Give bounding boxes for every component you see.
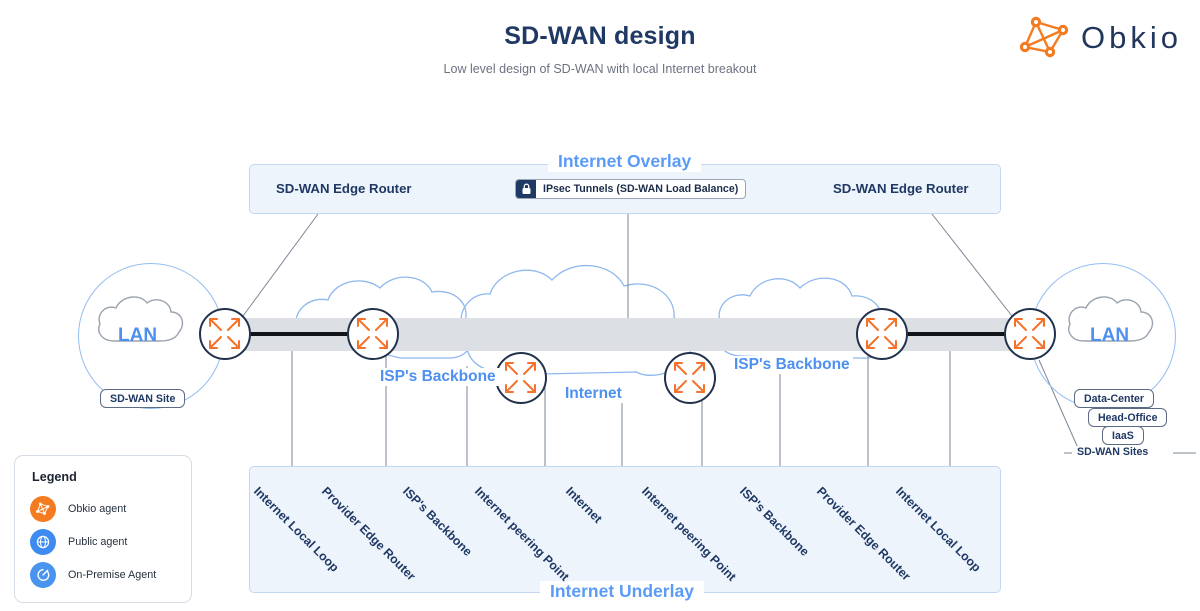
legend-label-on-premise-agent: On-Premise Agent: [68, 569, 157, 581]
leader-overlay-right: [931, 213, 1013, 317]
globe-agent-icon: [30, 529, 56, 555]
cloud-name-isp-right: ISP's Backbone: [731, 356, 853, 374]
link-right-access: [903, 332, 1009, 336]
internet-overlay-label: Internet Overlay: [548, 151, 702, 172]
leader-overlay-left: [242, 213, 319, 317]
cloud-name-internet: Internet: [562, 385, 625, 403]
obkio-mark-icon: [1019, 16, 1069, 58]
internet-underlay-panel: [249, 466, 1001, 593]
router-sdwan-edge-left[interactable]: [199, 308, 251, 360]
legend-box: Legend Obkio agent: [14, 455, 192, 603]
lan-label-left: LAN: [118, 325, 158, 346]
legend-label-public-agent: Public agent: [68, 536, 128, 548]
right-sites-caption: SD-WAN Sites: [1072, 446, 1154, 458]
router-peering-left[interactable]: [495, 352, 547, 404]
overlay-label-edge-router-right: SD-WAN Edge Router: [833, 181, 969, 196]
lock-icon: [516, 180, 536, 198]
cloud-name-isp-left: ISP's Backbone: [377, 368, 499, 386]
router-peering-right[interactable]: [664, 352, 716, 404]
chip-iaas[interactable]: IaaS: [1102, 426, 1144, 445]
obkio-agent-icon: [30, 496, 56, 522]
overlay-label-edge-router-left: SD-WAN Edge Router: [276, 181, 412, 196]
chip-sdwan-site[interactable]: SD-WAN Site: [100, 389, 186, 408]
on-premise-agent-icon: [30, 562, 56, 588]
legend-item-on-premise-agent: On-Premise Agent: [30, 562, 156, 588]
page-subtitle: Low level design of SD-WAN with local In…: [443, 62, 757, 76]
legend-item-public-agent: Public agent: [30, 529, 127, 555]
router-sdwan-edge-right[interactable]: [1004, 308, 1056, 360]
legend-label-obkio-agent: Obkio agent: [68, 503, 127, 515]
brand-logo: Obkio: [1019, 14, 1182, 62]
chip-head-office[interactable]: Head-Office: [1088, 408, 1168, 427]
ipsec-badge-text: IPsec Tunnels (SD-WAN Load Balance): [543, 183, 739, 195]
page-title: SD-WAN design: [504, 22, 696, 50]
router-provider-edge-right[interactable]: [856, 308, 908, 360]
router-provider-edge-left[interactable]: [347, 308, 399, 360]
ipsec-tunnels-badge[interactable]: IPsec Tunnels (SD-WAN Load Balance): [515, 179, 747, 199]
link-left-access: [248, 332, 352, 336]
legend-item-obkio-agent: Obkio agent: [30, 496, 126, 522]
internet-underlay-label: Internet Underlay: [540, 581, 704, 602]
brand-name: Obkio: [1081, 20, 1182, 55]
lan-label-right: LAN: [1090, 325, 1130, 346]
chip-data-center[interactable]: Data-Center: [1074, 389, 1155, 408]
legend-title: Legend: [32, 470, 77, 484]
